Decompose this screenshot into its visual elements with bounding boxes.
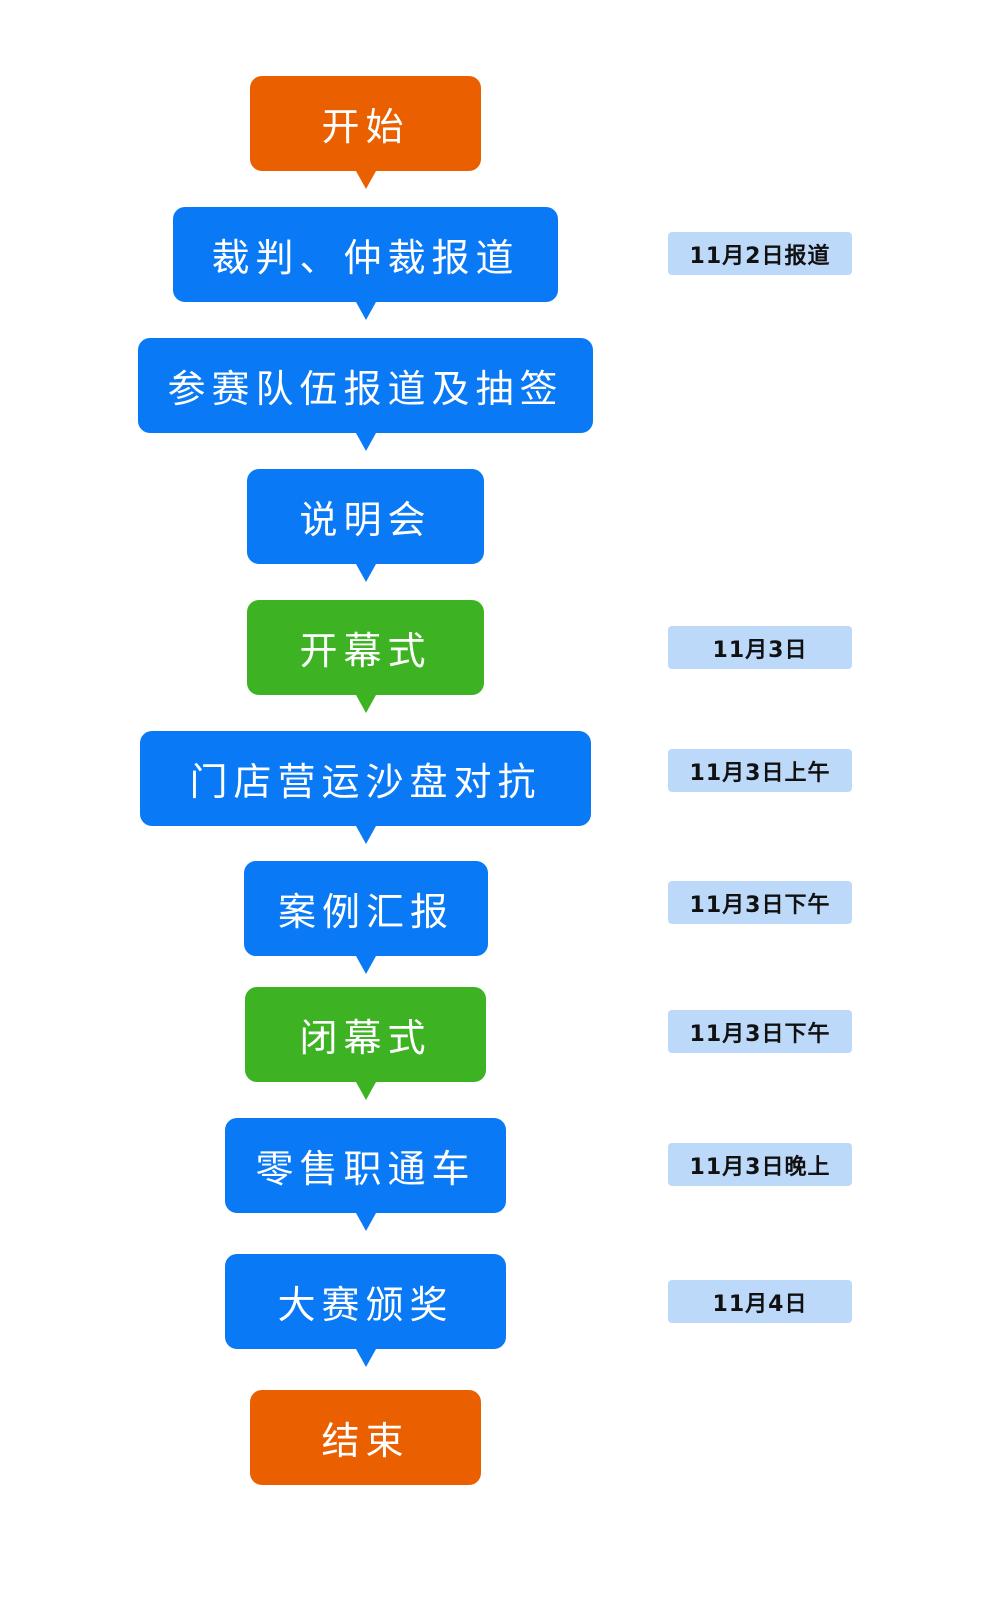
date-tag: 11月3日上午 — [668, 749, 852, 792]
flow-step-end: 结束 — [250, 1390, 481, 1485]
flow-step-team-registration-draw-label: 参赛队伍报道及抽签 — [167, 367, 564, 411]
flow-step-opening-ceremony-label: 开幕式 — [299, 629, 432, 673]
flow-step-team-registration-draw: 参赛队伍报道及抽签 — [138, 338, 593, 451]
date-tag: 11月4日 — [668, 1280, 852, 1323]
date-tag-text: 11月3日下午 — [689, 1021, 831, 1047]
flow-step-end-label: 结束 — [321, 1419, 410, 1463]
date-tag: 11月2日报道 — [668, 232, 852, 275]
flow-step-briefing: 说明会 — [247, 469, 484, 582]
flow-step-start-label: 开始 — [321, 105, 410, 149]
flow-step-retail-career-express-label: 零售职通车 — [255, 1147, 476, 1191]
flow-step-retail-career-express: 零售职通车 — [225, 1118, 506, 1231]
flow-step-case-report: 案例汇报 — [244, 861, 488, 974]
flow-step-referee-registration: 裁判、仲裁报道 — [173, 207, 558, 320]
date-tag-text: 11月4日 — [712, 1291, 808, 1317]
flow-step-referee-registration-label: 裁判、仲裁报道 — [211, 236, 520, 280]
flow-step-start: 开始 — [250, 76, 481, 189]
date-tag-text: 11月3日晚上 — [689, 1154, 831, 1180]
flow-step-closing-ceremony: 闭幕式 — [245, 987, 486, 1100]
flow-step-awards: 大赛颁奖 — [225, 1254, 506, 1367]
date-tag-text: 11月2日报道 — [689, 243, 831, 269]
date-tag-text: 11月3日 — [712, 637, 808, 663]
flow-step-case-report-label: 案例汇报 — [277, 890, 454, 934]
date-tag: 11月3日下午 — [668, 1010, 852, 1053]
flow-step-store-sandbox: 门店营运沙盘对抗 — [140, 731, 591, 844]
date-tag-text: 11月3日下午 — [689, 892, 831, 918]
date-tag: 11月3日 — [668, 626, 852, 669]
flow-step-awards-label: 大赛颁奖 — [277, 1283, 454, 1327]
flow-step-closing-ceremony-label: 闭幕式 — [299, 1016, 432, 1060]
date-tag: 11月3日下午 — [668, 881, 852, 924]
date-tag: 11月3日晚上 — [668, 1143, 852, 1186]
date-tag-text: 11月3日上午 — [689, 760, 831, 786]
flow-step-briefing-label: 说明会 — [299, 498, 432, 542]
flow-step-opening-ceremony: 开幕式 — [247, 600, 484, 713]
flow-step-store-sandbox-label: 门店营运沙盘对抗 — [189, 760, 542, 804]
